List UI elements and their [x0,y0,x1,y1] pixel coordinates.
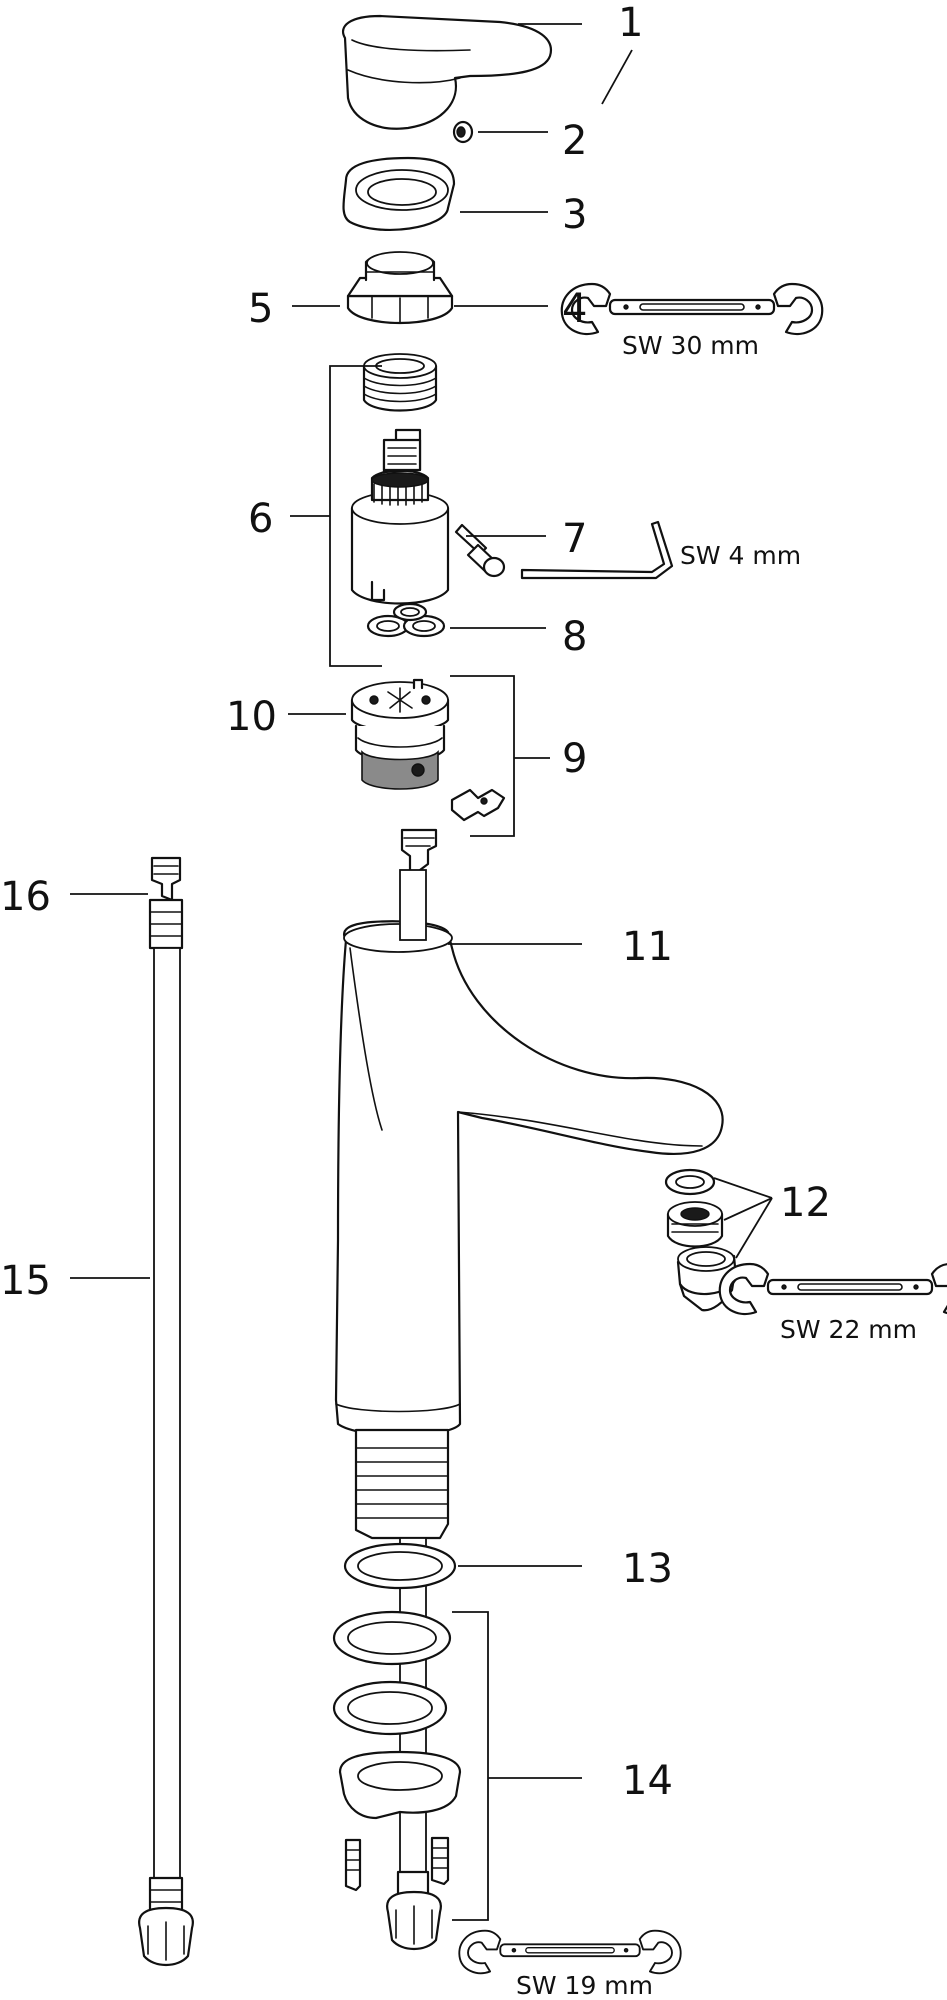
part-number: 16 [0,874,51,920]
flexible-hose [138,856,194,1967]
allen-key-size-label: SW 4 mm [680,541,801,570]
lever-handle [342,14,553,130]
grub-screw [452,120,474,144]
part-number: 13 [622,1546,673,1592]
clip [450,788,506,822]
o-rings [366,602,446,638]
wrench-size-label: SW 19 mm [516,1971,653,2000]
open-end-wrench-icon [718,1262,947,1316]
part-number: 10 [226,694,277,740]
mixer-cartridge [350,353,450,605]
part-number: 5 [248,286,273,332]
retaining-pin [454,523,506,578]
part-number: 12 [780,1180,831,1226]
part-number-labels: 1 2 3 4 5 6 7 8 9 10 11 12 13 14 15 16 [0,0,831,1804]
basin-mixer-body [334,828,724,1889]
open-end-wrench-icon [458,1929,682,1975]
tool-size-labels: SW 30 mm SW 4 mm SW 22 mm SW 19 mm [516,331,917,2000]
part-number: 9 [562,736,587,782]
wrench-size-label: SW 22 mm [780,1315,917,1344]
part-number: 15 [0,1258,51,1304]
part-number: 11 [622,924,673,970]
part-number: 2 [562,118,587,164]
cover-cap [342,156,456,232]
wrench-size-label: SW 30 mm [622,331,759,360]
part-number: 3 [562,192,587,238]
open-end-wrench-icon [560,282,824,336]
fixing-set [332,1610,462,1951]
cartridge-nut [346,251,454,325]
part-number: 1 [618,0,643,46]
part-number: 4 [562,286,587,332]
part-number: 7 [562,516,587,562]
flow-insert [350,678,450,790]
allen-key-icon [520,520,674,580]
sealing-ring [343,1542,457,1590]
part-number: 8 [562,614,587,660]
leader-lines [70,23,773,1921]
part-number: 6 [248,496,273,542]
part-number: 14 [622,1758,673,1804]
